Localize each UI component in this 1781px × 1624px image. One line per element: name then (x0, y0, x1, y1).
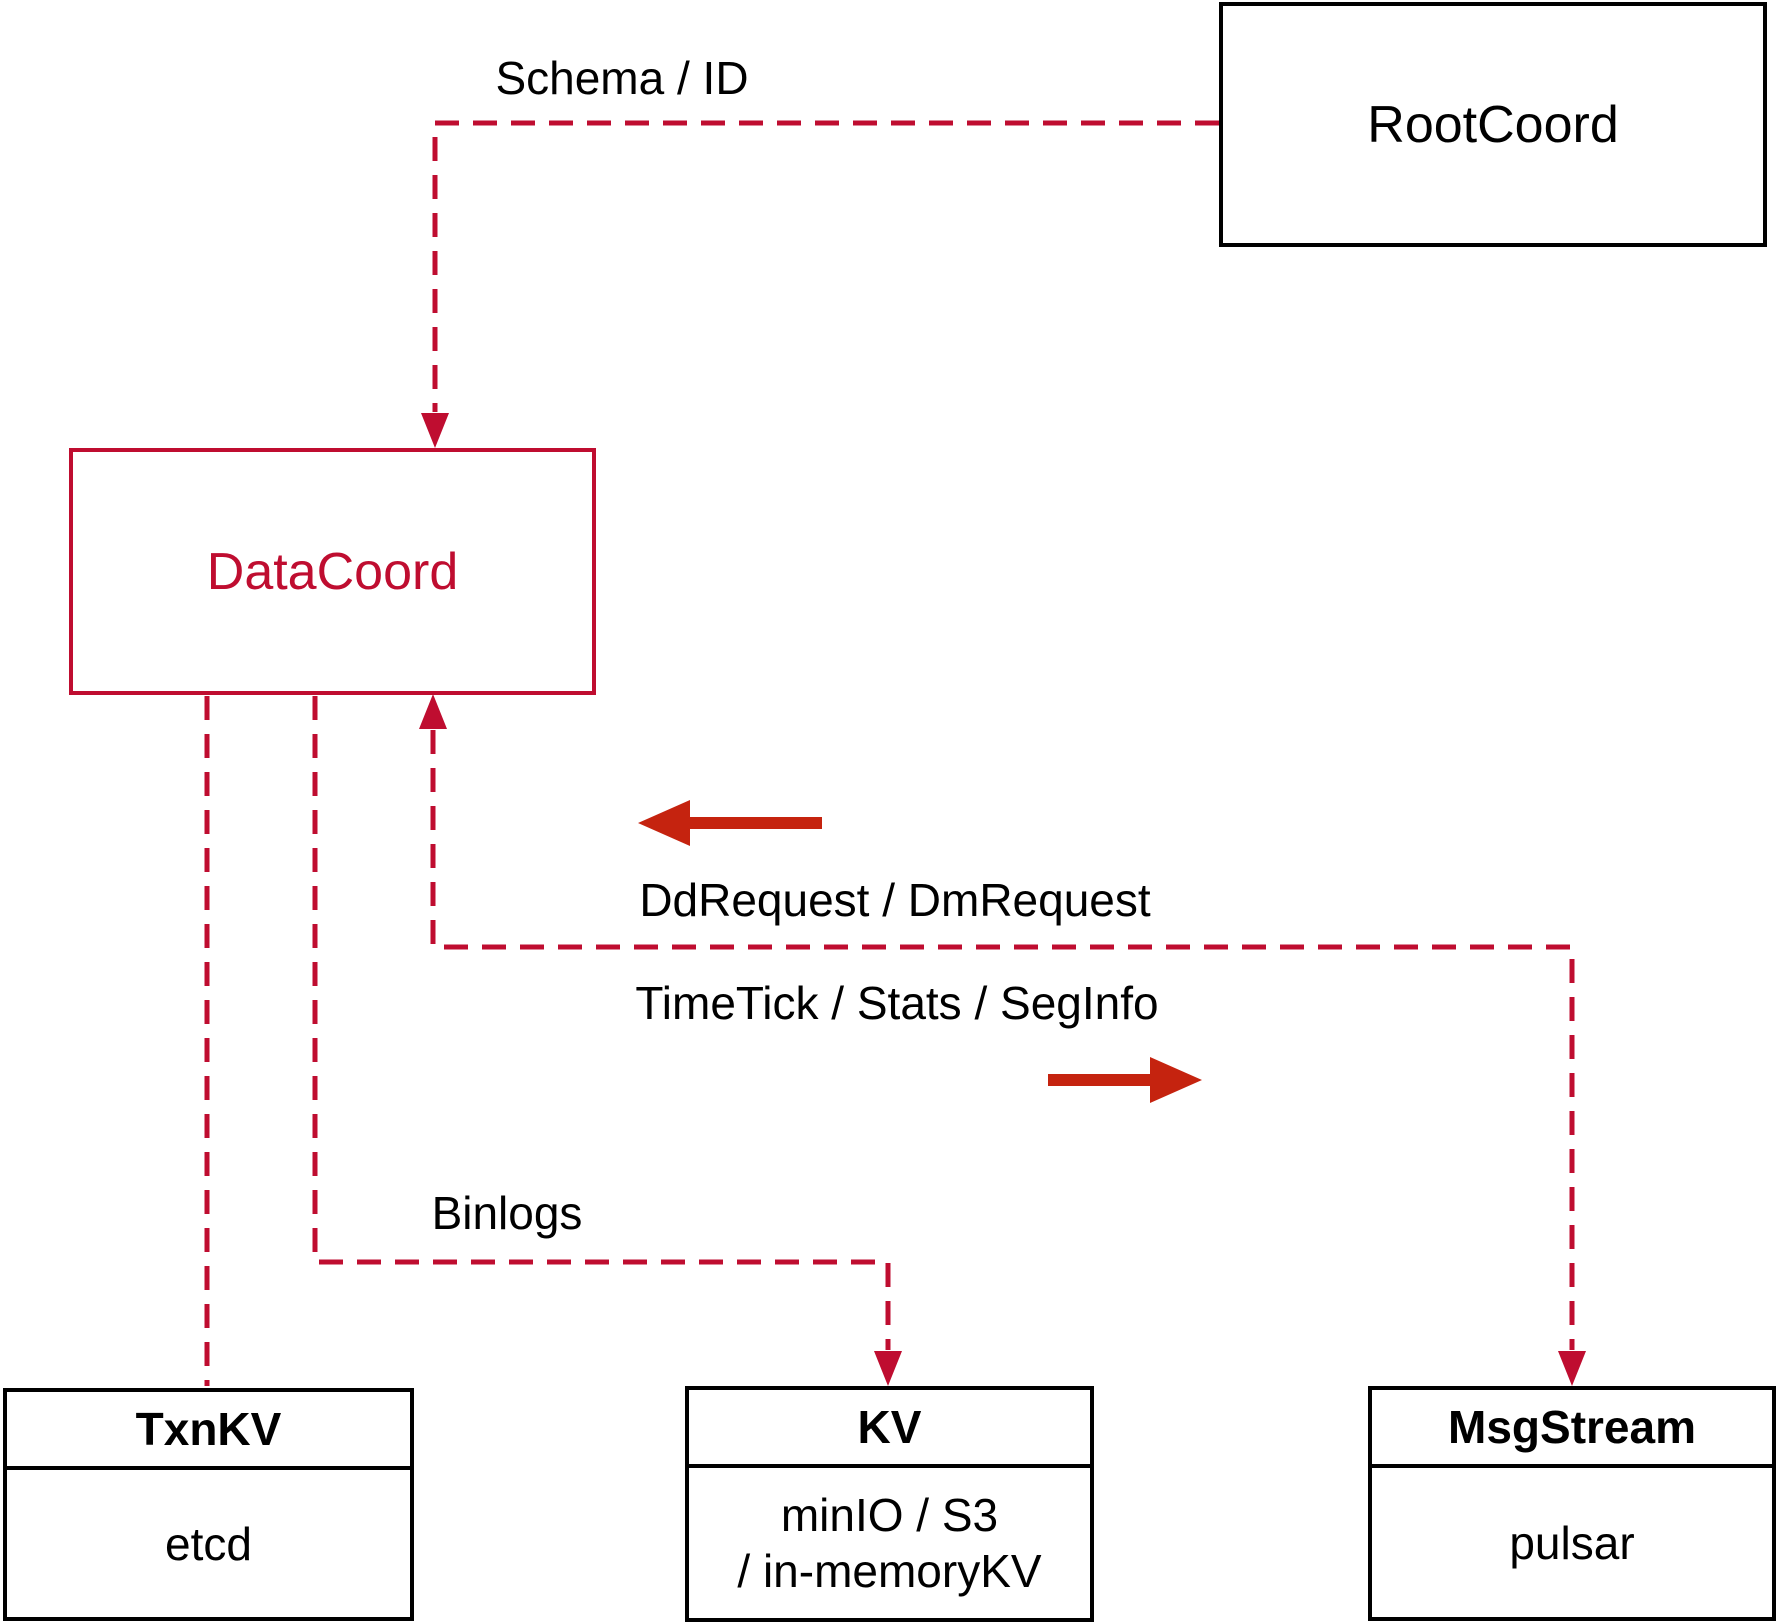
edge-msgstream-bus-path (430, 730, 1575, 1350)
node-txnkv: TxnKV etcd (3, 1388, 414, 1621)
node-rootcoord: RootCoord (1219, 2, 1767, 247)
edge-label-binlogs: Binlogs (431, 1187, 583, 1239)
node-txnkv-impl: etcd (165, 1517, 252, 1570)
node-msgstream-header: MsgStream (1372, 1390, 1772, 1468)
node-msgstream-body: pulsar (1372, 1468, 1772, 1617)
edge-schema-id-path (432, 120, 1219, 412)
node-msgstream-impl: pulsar (1509, 1516, 1635, 1569)
edge-label-ddrequest-dmrequest: DdRequest / DmRequest (639, 874, 1151, 926)
right-direction-arrow-icon (1048, 1057, 1202, 1103)
edge-binlogs-path (312, 696, 891, 1350)
edge-bus-up-arrowhead-icon (419, 694, 447, 729)
node-kv-body: minIO / S3 / in-memoryKV (689, 1468, 1090, 1618)
node-datacoord-label: DataCoord (206, 542, 459, 601)
node-kv-header: KV (689, 1390, 1090, 1468)
left-direction-arrow-icon (638, 800, 822, 846)
node-kv-impl-line1: minIO / S3 (780, 1489, 999, 1541)
node-kv-impl-line2: / in-memoryKV (737, 1545, 1042, 1597)
node-datacoord: DataCoord (69, 448, 596, 695)
edge-label-timetick-stats-seginfo: TimeTick / Stats / SegInfo (635, 977, 1159, 1029)
edge-binlogs-arrowhead-icon (874, 1351, 902, 1386)
node-rootcoord-label: RootCoord (1367, 95, 1619, 154)
node-kv: KV minIO / S3 / in-memoryKV (685, 1386, 1094, 1622)
edge-schema-id-arrowhead-icon (421, 413, 449, 448)
edge-label-schema-id: Schema / ID (495, 52, 749, 104)
edge-bus-down-arrowhead-icon (1558, 1351, 1586, 1386)
node-msgstream: MsgStream pulsar (1368, 1386, 1776, 1621)
node-txnkv-body: etcd (7, 1470, 410, 1617)
node-txnkv-header: TxnKV (7, 1392, 410, 1470)
